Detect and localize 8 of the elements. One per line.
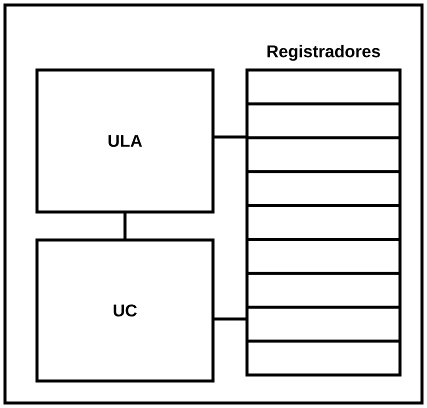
connector-line <box>214 136 246 138</box>
connector-line <box>214 318 246 320</box>
unit-box: ULA <box>36 68 214 214</box>
unit-box: UC <box>36 238 214 382</box>
connector-line <box>124 214 126 238</box>
node-label: Registradores <box>267 44 380 61</box>
register-stack: Registradores <box>246 44 402 376</box>
frame-box <box>4 4 424 404</box>
